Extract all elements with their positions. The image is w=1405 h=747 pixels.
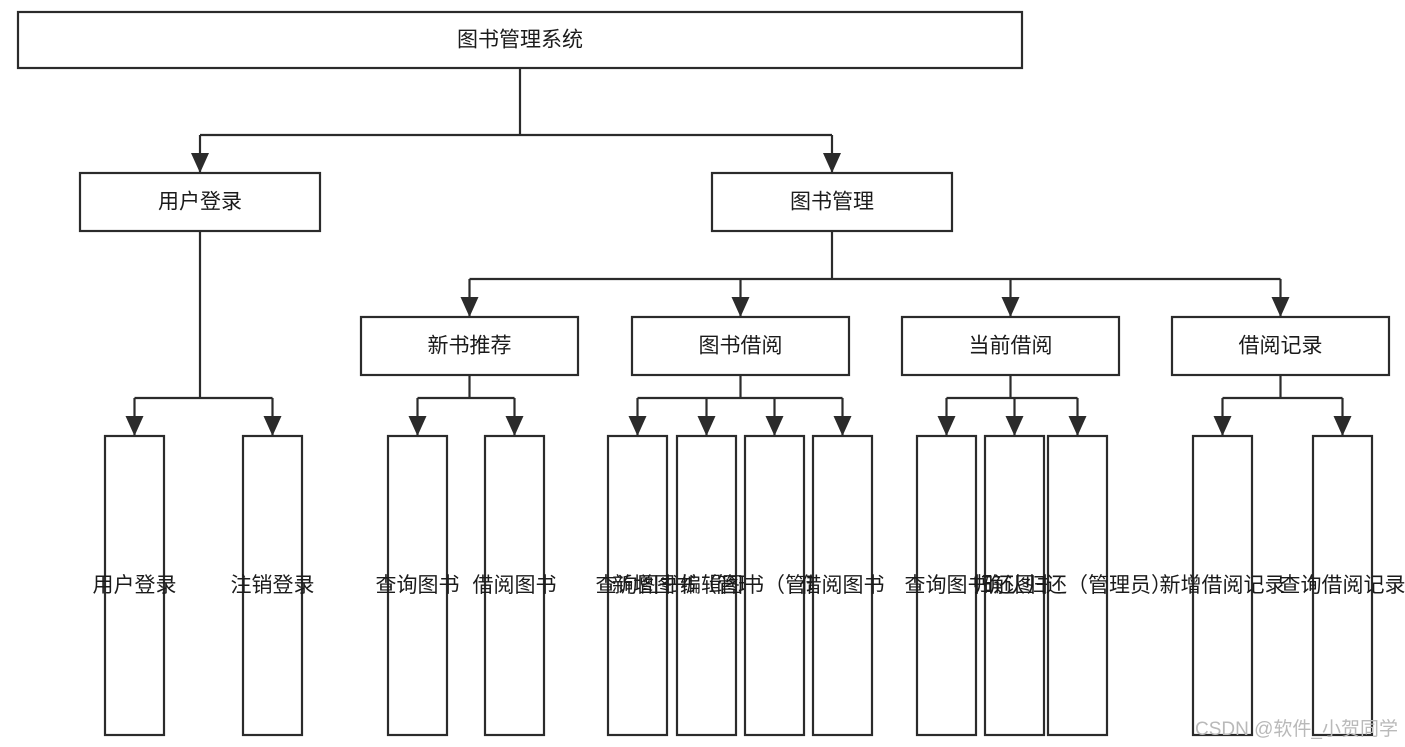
arrow-head-icon <box>628 416 647 436</box>
node-box-borrow-record[interactable] <box>1170 315 1391 377</box>
node-leaf-query-book-1[interactable]: 查询图书 <box>376 434 460 737</box>
csdn-watermark: CSDN @软件_小贺同学 <box>1195 718 1398 740</box>
node-current-borrow[interactable]: 当前借阅 <box>900 315 1121 377</box>
arrow-head-icon <box>125 416 144 436</box>
arrow-head-icon <box>460 297 479 317</box>
node-box-user-login[interactable] <box>78 171 322 233</box>
node-book-borrow[interactable]: 图书借阅 <box>630 315 851 377</box>
node-box-leaf-return-book[interactable] <box>983 434 1046 737</box>
node-label-book-borrow: 图书借阅 <box>699 335 783 358</box>
node-leaf-return-book[interactable]: 归还图书 <box>973 434 1057 737</box>
connector-group-new-book-recommend <box>408 375 524 436</box>
node-box-leaf-borrow-book-1[interactable] <box>483 434 546 737</box>
node-label-book-manage: 图书管理 <box>790 191 874 214</box>
node-box-leaf-add-book[interactable] <box>675 434 738 737</box>
node-label-current-borrow: 当前借阅 <box>969 335 1053 358</box>
connector-group-current-borrow <box>937 375 1087 436</box>
arrow-head-icon <box>731 297 750 317</box>
node-label-leaf-add-record: 新增借阅记录 <box>1160 574 1286 597</box>
arrow-head-icon <box>697 416 716 436</box>
node-box-leaf-query-book-3[interactable] <box>915 434 978 737</box>
arrow-head-icon <box>1333 416 1352 436</box>
node-label-leaf-borrow-book-2: 借阅图书 <box>801 574 885 597</box>
node-box-leaf-query-book-1[interactable] <box>386 434 449 737</box>
node-label-leaf-return-book: 归还图书 <box>973 574 1057 597</box>
arrow-head-icon <box>408 416 427 436</box>
node-box-new-book-recommend[interactable] <box>359 315 580 377</box>
node-label-new-book-recommend: 新书推荐 <box>428 335 512 358</box>
connector-group-borrow-record <box>1213 375 1352 436</box>
node-box-leaf-logout[interactable] <box>241 434 304 737</box>
arrow-head-icon <box>1271 297 1290 317</box>
node-box-leaf-confirm-return[interactable] <box>1046 434 1109 737</box>
arrow-head-icon <box>263 416 282 436</box>
node-borrow-record[interactable]: 借阅记录 <box>1170 315 1391 377</box>
node-new-book-recommend[interactable]: 新书推荐 <box>359 315 580 377</box>
arrow-head-icon <box>1068 416 1087 436</box>
arrow-head-icon <box>765 416 784 436</box>
node-box-leaf-edit-book[interactable] <box>743 434 806 737</box>
connector-group-root <box>191 68 841 173</box>
connector-group-book-borrow <box>628 375 852 436</box>
node-leaf-borrow-book-2[interactable]: 借阅图书 <box>801 434 885 737</box>
node-label-leaf-confirm-return: 确认归还（管理员） <box>983 574 1172 597</box>
nodes-layer: 图书管理系统用户登录图书管理新书推荐图书借阅当前借阅借阅记录用户登录注销登录查询… <box>16 10 1405 737</box>
node-label-leaf-logout: 注销登录 <box>231 574 315 597</box>
arrow-head-icon <box>191 153 209 173</box>
arrow-head-icon <box>1213 416 1232 436</box>
node-label-borrow-record: 借阅记录 <box>1239 335 1323 358</box>
node-box-book-borrow[interactable] <box>630 315 851 377</box>
node-leaf-logout[interactable]: 注销登录 <box>231 434 315 737</box>
node-box-book-manage[interactable] <box>710 171 954 233</box>
node-label-leaf-query-book-1: 查询图书 <box>376 574 460 597</box>
node-leaf-query-book-3[interactable]: 查询图书 <box>905 434 989 737</box>
connector-group-book-manage <box>460 231 1290 317</box>
node-box-leaf-user-login[interactable] <box>103 434 166 737</box>
connectors-layer <box>125 68 1352 436</box>
node-label-root: 图书管理系统 <box>457 29 583 52</box>
node-leaf-user-login[interactable]: 用户登录 <box>93 434 177 737</box>
node-label-user-login: 用户登录 <box>158 191 242 214</box>
node-box-leaf-borrow-book-2[interactable] <box>811 434 874 737</box>
node-user-login[interactable]: 用户登录 <box>78 171 322 233</box>
arrow-head-icon <box>1005 416 1024 436</box>
node-leaf-confirm-return[interactable]: 确认归还（管理员） <box>983 434 1172 737</box>
arrow-head-icon <box>833 416 852 436</box>
arrow-head-icon <box>823 153 841 173</box>
node-box-leaf-query-book-2[interactable] <box>606 434 669 737</box>
arrow-head-icon <box>505 416 524 436</box>
node-leaf-borrow-book-1[interactable]: 借阅图书 <box>473 434 557 737</box>
node-leaf-query-book-2[interactable]: 查询图书 <box>596 434 680 737</box>
node-box-leaf-add-record[interactable] <box>1191 434 1254 737</box>
node-root[interactable]: 图书管理系统 <box>16 10 1024 70</box>
connector-group-user-login <box>125 231 282 436</box>
node-box-root[interactable] <box>16 10 1024 70</box>
node-leaf-add-record[interactable]: 新增借阅记录 <box>1160 434 1286 737</box>
node-label-leaf-query-record: 查询借阅记录 <box>1280 574 1405 597</box>
node-leaf-query-record[interactable]: 查询借阅记录 <box>1280 434 1405 737</box>
arrow-head-icon <box>937 416 956 436</box>
node-label-leaf-user-login: 用户登录 <box>93 574 177 597</box>
node-label-leaf-query-book-3: 查询图书 <box>905 574 989 597</box>
node-label-leaf-query-book-2: 查询图书 <box>596 574 680 597</box>
arrow-head-icon <box>1001 297 1020 317</box>
node-box-leaf-query-record[interactable] <box>1311 434 1374 737</box>
node-book-manage[interactable]: 图书管理 <box>710 171 954 233</box>
node-box-current-borrow[interactable] <box>900 315 1121 377</box>
node-label-leaf-borrow-book-1: 借阅图书 <box>473 574 557 597</box>
